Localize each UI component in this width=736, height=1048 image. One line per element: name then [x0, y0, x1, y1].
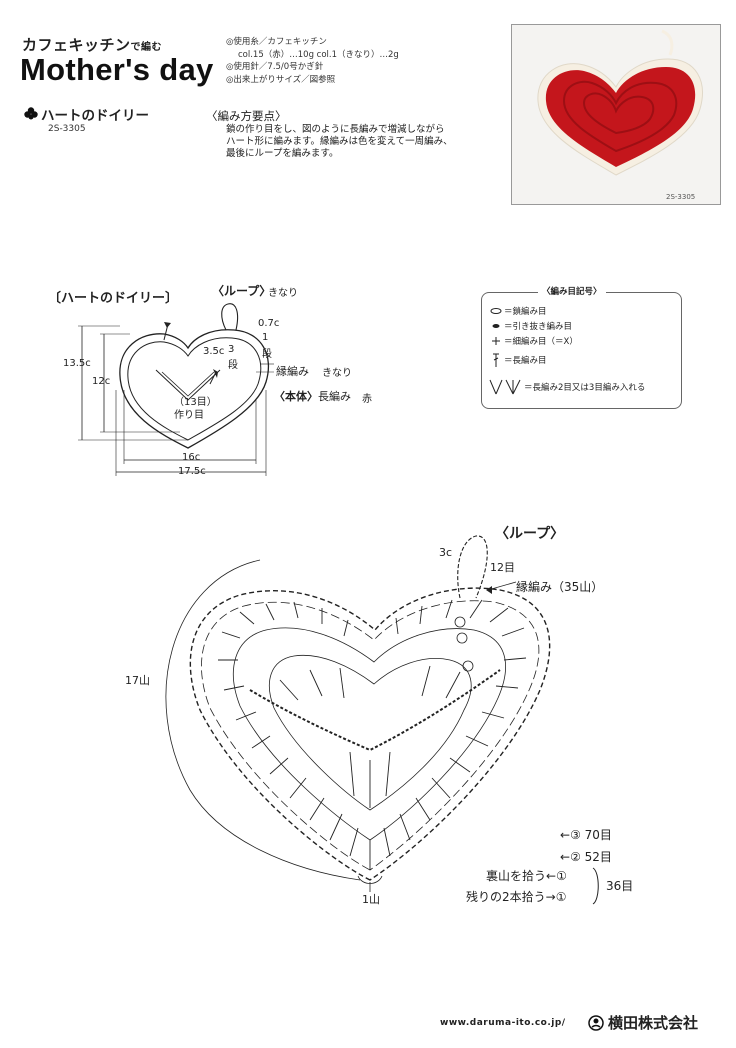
edge-rows-num: 1	[262, 332, 269, 343]
chart-bottom-count: 1山	[362, 893, 380, 906]
stitch-legend	[481, 292, 682, 409]
round-2-row: ←② 52目	[560, 850, 612, 864]
page-title: Mother's day	[20, 52, 214, 87]
height-outer: 13.5c	[63, 358, 91, 369]
round-3-count: 70目	[584, 828, 612, 842]
inner-rows-unit: 段	[228, 360, 238, 371]
legend-text: ＝長編み目	[504, 356, 547, 366]
brand-suffix: で編む	[130, 42, 163, 53]
round-1a-marker: ①	[556, 869, 567, 883]
howto-line: 最後にループを編みます。	[226, 148, 339, 159]
round-3-row: ←③ 70目	[560, 828, 612, 842]
howto-title: 〈編み方要点〉	[206, 109, 287, 123]
width-inner: 16c	[182, 452, 201, 463]
daruma-logo-icon	[588, 1014, 604, 1031]
round-1b-marker: ①	[555, 890, 567, 904]
pattern-code: 2S-3305	[48, 124, 86, 134]
round-2-count: 52目	[584, 850, 612, 864]
chart-loop-label: 〈ループ〉	[495, 526, 565, 542]
legend-text: ＝鎖編み目	[504, 307, 547, 317]
increase-stitch-icon	[489, 379, 521, 395]
round-1b-row: 残りの2本拾う→①	[466, 890, 567, 904]
legend-item-double: ＝長編み目	[490, 352, 547, 368]
round-1b-text: 残りの2本拾う	[466, 890, 546, 904]
single-crochet-icon	[492, 337, 500, 345]
body-stitch: 長編み	[318, 390, 351, 403]
schematic-loop-color: きなり	[268, 288, 298, 299]
chart-left-count: 17山	[125, 674, 150, 687]
foundation-label: 作り目	[174, 410, 204, 421]
round-2-marker: ②	[570, 850, 581, 864]
double-crochet-icon	[493, 353, 499, 367]
foundation-count: （13目）	[174, 397, 217, 408]
product-photo	[511, 24, 721, 205]
photo-code: 2S-3305	[666, 193, 696, 201]
body-label: 〈本体〉	[274, 390, 318, 403]
body-color: 赤	[362, 394, 372, 405]
slip-stitch-icon	[492, 324, 500, 328]
width-outer: 17.5c	[178, 466, 206, 477]
round-3-marker: ③	[570, 828, 581, 842]
edge-size: 0.7c	[258, 318, 280, 329]
clover-icon	[24, 107, 38, 120]
howto-line: ハート形に編みます。縁編みは色を変えて一周編み、	[226, 136, 453, 147]
schematic-title: 〔ハートのドイリー〕	[48, 291, 179, 306]
pattern-subtitle: ハートのドイリー	[24, 104, 149, 124]
legend-title: 〈編み目記号〉	[538, 285, 606, 297]
schematic-loop-label: 〈ループ〉	[212, 284, 272, 298]
round-1-bracket	[592, 867, 599, 905]
height-inner: 12c	[92, 376, 111, 387]
legend-item-chain: ＝鎖編み目	[490, 305, 547, 317]
legend-item-increase: ＝長編み2目又は3目編み入れる	[488, 378, 645, 396]
schematic-diagram	[78, 303, 274, 476]
company-name: 横田株式会社	[608, 1014, 699, 1032]
subtitle-text: ハートのドイリー	[41, 108, 149, 124]
edge-label: 縁編み	[276, 365, 309, 378]
brand-name: カフェキッチン	[22, 36, 131, 54]
edge-color: きなり	[322, 368, 352, 379]
legend-text: ＝細編み目（＝X）	[504, 337, 578, 347]
legend-item-single: ＝細編み目（＝X）	[490, 335, 578, 347]
material-line: ◎使用針／7.5/0号かぎ針	[226, 62, 324, 72]
material-line: col.15（赤）…10g col.1（きなり）…2g	[238, 49, 399, 60]
howto-text: 鎖の作り目をし、図のように長編みで増減しながら ハート形に編みます。縁編みは色を…	[226, 124, 453, 160]
brand-line: カフェキッチンで編む	[22, 34, 162, 55]
round-1a-row: 裏山を拾う←①	[486, 869, 567, 883]
chart-loop-count: 12目	[490, 561, 515, 574]
inner-rows-num: 3	[228, 344, 235, 355]
footer-url[interactable]: www.daruma-ito.co.jp/	[440, 1018, 566, 1028]
chain-stitch-icon	[490, 308, 502, 314]
chart-loop-size: 3c	[439, 546, 453, 559]
inner-size: 3.5c	[203, 346, 225, 357]
crochet-chart	[165, 535, 551, 892]
material-line: ◎使用糸／カフェキッチン	[226, 37, 327, 47]
round-1a-text: 裏山を拾う	[486, 869, 547, 883]
material-line: ◎出来上がりサイズ／図参照	[226, 74, 336, 85]
legend-text: ＝長編み2目又は3目編み入れる	[524, 383, 646, 393]
round-1-count: 36目	[606, 879, 634, 893]
edge-rows-unit: 段	[262, 349, 272, 360]
materials-list: ◎使用糸／カフェキッチン col.15（赤）…10g col.1（きなり）…2g…	[226, 36, 399, 86]
footer-company: 横田株式会社	[588, 1012, 698, 1033]
howto-line: 鎖の作り目をし、図のように長編みで増減しながら	[226, 124, 445, 135]
legend-item-slip: ＝引き抜き編み目	[490, 320, 572, 332]
heart-doily-photo	[512, 25, 720, 204]
legend-text: ＝引き抜き編み目	[504, 322, 573, 332]
chart-edge-label: 縁編み（35山）	[516, 580, 604, 594]
